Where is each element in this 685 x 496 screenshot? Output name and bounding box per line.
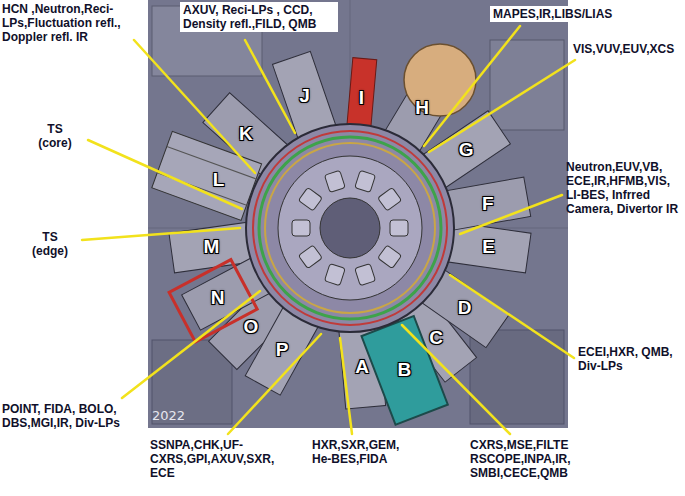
port-letter: K: [239, 124, 253, 144]
leader-line: [424, 26, 520, 146]
coil-ring: [265, 143, 435, 313]
port-letter: D: [458, 298, 472, 318]
module: [355, 170, 376, 192]
diagnostic-list: SSNPA,CHK,UF- CXRS,GPI,AXUV,SXR, ECE: [150, 438, 284, 480]
vessel: [246, 124, 454, 332]
module: [298, 187, 322, 211]
port-letter: L: [213, 170, 225, 190]
port: [448, 222, 531, 272]
diagnostic-list: AXUV, Reci-LPs , CCD, Density refl.,FILD…: [180, 2, 338, 32]
leader-lines: [82, 26, 575, 434]
port-letter: M: [203, 237, 219, 257]
port-letter: H: [415, 98, 429, 118]
leader-line: [245, 40, 295, 133]
year-watermark: 2022: [152, 408, 185, 423]
port-letter: B: [398, 360, 412, 380]
leader-line: [450, 275, 574, 358]
diagnostic-list: HXR,SXR,GEM, He-BES,FIDA: [312, 438, 416, 466]
diagnostic-list: CXRS,MSE,FILTE RSCOPE,INPA,IR, SMBI,CECE…: [470, 438, 594, 480]
coil-ring: [253, 131, 447, 325]
tank-circle: [404, 44, 476, 116]
module: [378, 187, 402, 211]
module: [298, 245, 322, 269]
picture-ground: [148, 0, 568, 428]
diagnostic-list: VIS,VUV,EUV,XCS: [573, 42, 679, 56]
neutral-beam-box: [361, 316, 447, 425]
diagnostic-list: MAPES,IR,LIBS/LIAS: [490, 6, 668, 22]
module: [355, 264, 376, 286]
leader-line: [134, 40, 255, 173]
port-letter: J: [299, 86, 310, 106]
module: [378, 245, 402, 269]
leader-line: [402, 325, 510, 434]
port-letter: I: [359, 88, 364, 108]
port-letter: E: [482, 237, 495, 257]
port-letter: N: [211, 288, 225, 308]
equipment-block: [490, 40, 564, 130]
port: [272, 51, 335, 138]
module: [324, 264, 345, 286]
leader-line: [429, 60, 575, 152]
inner-modules: [292, 170, 408, 285]
module: [292, 220, 310, 236]
port-letter: O: [244, 317, 259, 337]
diagnostic-list: POINT, FIDA, BOLO, DBS,MGI,IR, Div-LPs: [2, 402, 134, 430]
box-line: [167, 146, 256, 178]
leader-line: [228, 334, 321, 434]
module: [324, 170, 345, 192]
inner-vessel: [278, 156, 422, 300]
port-letter: P: [276, 340, 289, 360]
port-letter: G: [459, 140, 474, 160]
diagnostic-list: Neutron,EUV,VB, ECE,IR,HFMB,VIS, LI-BES,…: [566, 160, 680, 216]
coil-ring: [259, 137, 441, 319]
diagnostic-list: HCN ,Neutron,Reci- LPs,Fluctuation refl.…: [2, 2, 130, 44]
port-letter: F: [482, 194, 494, 214]
diagnostic-list: TS (core): [30, 122, 80, 150]
leader-line: [460, 195, 562, 234]
diagnostic-list: TS (edge): [25, 230, 75, 258]
module: [390, 220, 408, 236]
central-solenoid: [320, 198, 380, 258]
port-letter: A: [355, 357, 369, 377]
diagnostic-list: ECEI,HXR, QMB, Div-LPs: [578, 345, 678, 373]
leader-line: [340, 338, 352, 434]
leader-line: [88, 140, 242, 209]
port-letter: C: [429, 328, 443, 348]
leader-line: [122, 291, 260, 398]
